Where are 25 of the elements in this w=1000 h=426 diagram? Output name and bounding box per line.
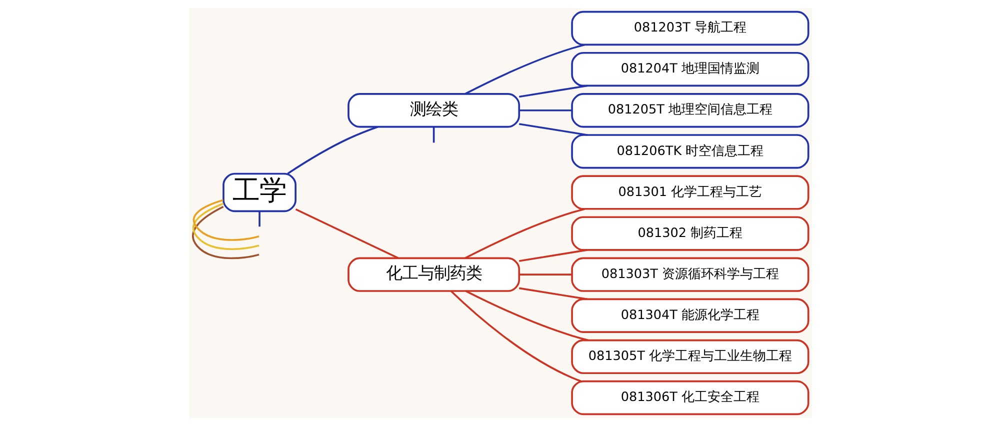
node-box: 081305T 化学工程与工业生物工程 xyxy=(570,339,809,374)
node-box: 081304T 能源化学工程 xyxy=(570,298,809,333)
node-box: 081306T 化工安全工程 xyxy=(570,380,809,416)
connector xyxy=(464,208,584,259)
node-box: 081203T 导航工程 xyxy=(570,10,809,46)
connector xyxy=(518,274,572,276)
connector xyxy=(192,199,259,241)
connector xyxy=(518,109,572,112)
node-box: 081302 制药工程 xyxy=(570,216,809,251)
connector xyxy=(258,211,260,227)
connector xyxy=(450,290,581,382)
connector xyxy=(192,202,259,250)
connector xyxy=(294,208,398,259)
node-box: 081303T 资源循环科学与工程 xyxy=(570,257,809,292)
node-box: 081301 化学工程与工艺 xyxy=(570,175,809,210)
connector xyxy=(286,126,378,174)
connector xyxy=(464,44,584,95)
node-box: 081205T 地理空间信息工程 xyxy=(570,93,809,128)
node-box: 081204T 地理国情监测 xyxy=(570,52,809,87)
node-box: 081206TK 时空信息工程 xyxy=(570,134,809,169)
node-box: 化工与制药类 xyxy=(347,257,520,292)
connector xyxy=(432,127,434,143)
node-box: 测绘类 xyxy=(347,93,520,128)
node-box: 工学 xyxy=(222,172,296,212)
connector xyxy=(192,206,259,260)
